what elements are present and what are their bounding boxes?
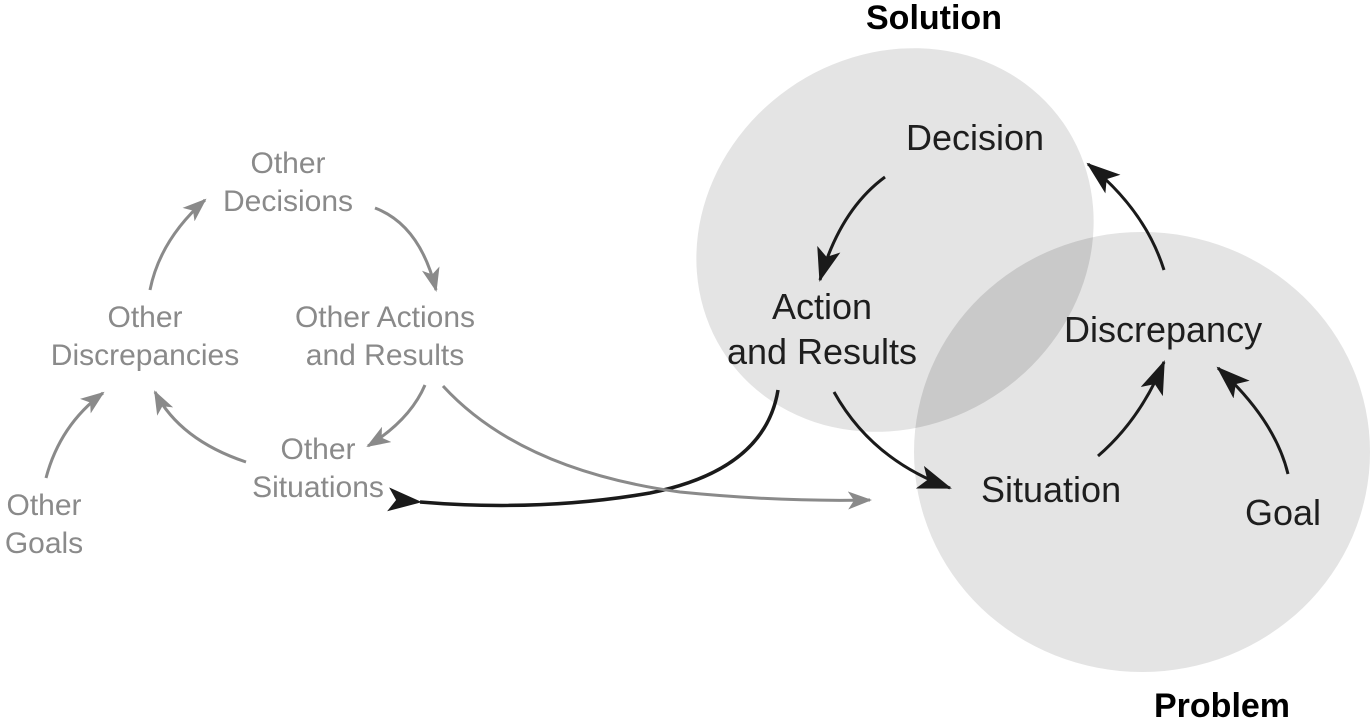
action-results-label: Action and Results xyxy=(700,284,944,374)
other-goals-line2: Goals xyxy=(4,526,84,560)
other-situations-line1: Other xyxy=(280,433,356,466)
other-situations-label: Other Situations xyxy=(230,431,406,506)
other-decisions-line1: Other xyxy=(250,147,326,180)
other-discrepancies-line2: Discrepancies xyxy=(50,338,240,372)
goal-label: Goal xyxy=(1245,492,1322,533)
other-discrepancies-line1: Other xyxy=(107,301,183,334)
situation-label: Situation xyxy=(981,469,1122,510)
arrow-other-situations-to-other-discrepancies xyxy=(153,390,247,464)
region-overlap xyxy=(914,232,1094,432)
arrow-decision-to-action xyxy=(817,175,886,282)
other-actions-line2: and Results xyxy=(305,338,465,372)
arrow-other-goals-to-other-discrepancies xyxy=(44,391,105,479)
other-goals-label: Other Goals xyxy=(0,487,94,562)
other-actions-label: Other Actions and Results xyxy=(272,299,498,374)
other-situations-line2: Situations xyxy=(252,470,384,504)
action-results-line2: and Results xyxy=(726,331,918,372)
discrepancy-label: Discrepancy xyxy=(1064,309,1263,350)
other-decisions-label: Other Decisions xyxy=(188,145,388,220)
arrow-situation-to-discrepancy xyxy=(1097,360,1166,458)
arrow-other-decisions-to-other-actions xyxy=(374,206,440,292)
decision-label: Decision xyxy=(906,117,1045,158)
other-actions-line1: Other Actions xyxy=(294,301,476,334)
other-goals-line1: Other xyxy=(6,489,82,522)
arrow-other-actions-to-situation xyxy=(441,384,872,510)
other-decisions-line2: Decisions xyxy=(222,184,354,218)
arrow-goal-to-discrepancy xyxy=(1216,366,1290,475)
action-results-line1: Action xyxy=(771,286,873,327)
arrow-other-discrepancies-to-other-decisions xyxy=(148,198,207,291)
arrow-discrepancy-to-decision xyxy=(1086,162,1166,271)
arrow-action-to-situation xyxy=(832,391,952,490)
solution-heading: Solution xyxy=(866,0,1002,37)
arrow-other-actions-to-other-situations xyxy=(366,384,427,448)
arrow-action-to-other-situations xyxy=(387,389,780,512)
problem-heading: Problem xyxy=(1154,687,1291,725)
other-discrepancies-label: Other Discrepancies xyxy=(30,299,260,374)
